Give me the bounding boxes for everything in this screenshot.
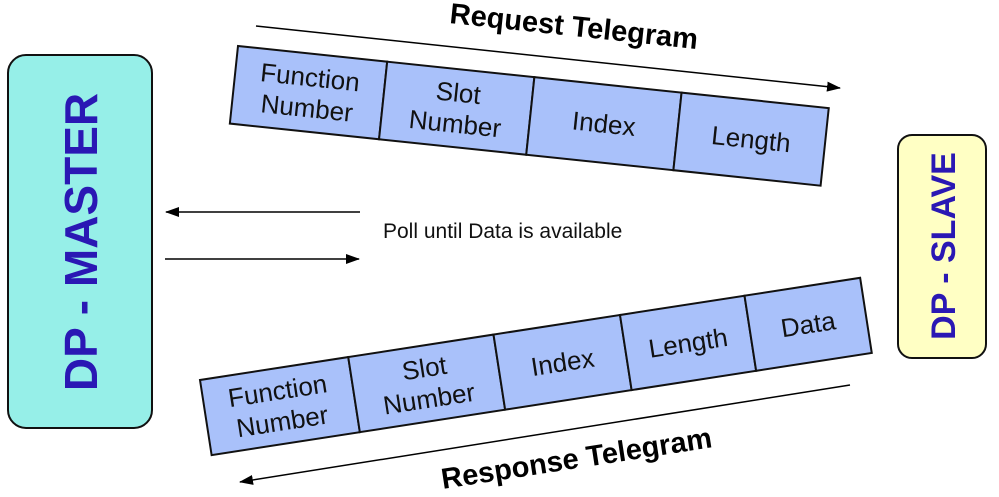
poll-exchange: Poll until Data is available: [165, 207, 622, 264]
slave-node: DP - SLAVE: [897, 134, 987, 359]
cell-label: Slot: [434, 76, 482, 111]
request-cell: Length: [672, 91, 830, 187]
cell-box: [672, 91, 830, 187]
response-title: Response Telegram: [439, 422, 714, 495]
request-arrow: [255, 25, 841, 92]
request-cell: Index: [525, 76, 683, 172]
slave-label: DP - SLAVE: [925, 152, 963, 340]
response-arrow: [239, 384, 851, 485]
request-title: Request Telegram: [448, 0, 699, 56]
cell-label: Index: [571, 105, 637, 141]
master-node: DP - MASTER: [7, 54, 153, 429]
poll-label: Poll until Data is available: [383, 220, 622, 243]
master-label: DP - MASTER: [55, 93, 107, 391]
cell-label: Slot: [400, 350, 450, 387]
response-cell: Length: [618, 294, 758, 392]
cell-box: [743, 276, 873, 372]
response-cell: Index: [492, 313, 633, 411]
response-cell: Data: [743, 276, 873, 372]
